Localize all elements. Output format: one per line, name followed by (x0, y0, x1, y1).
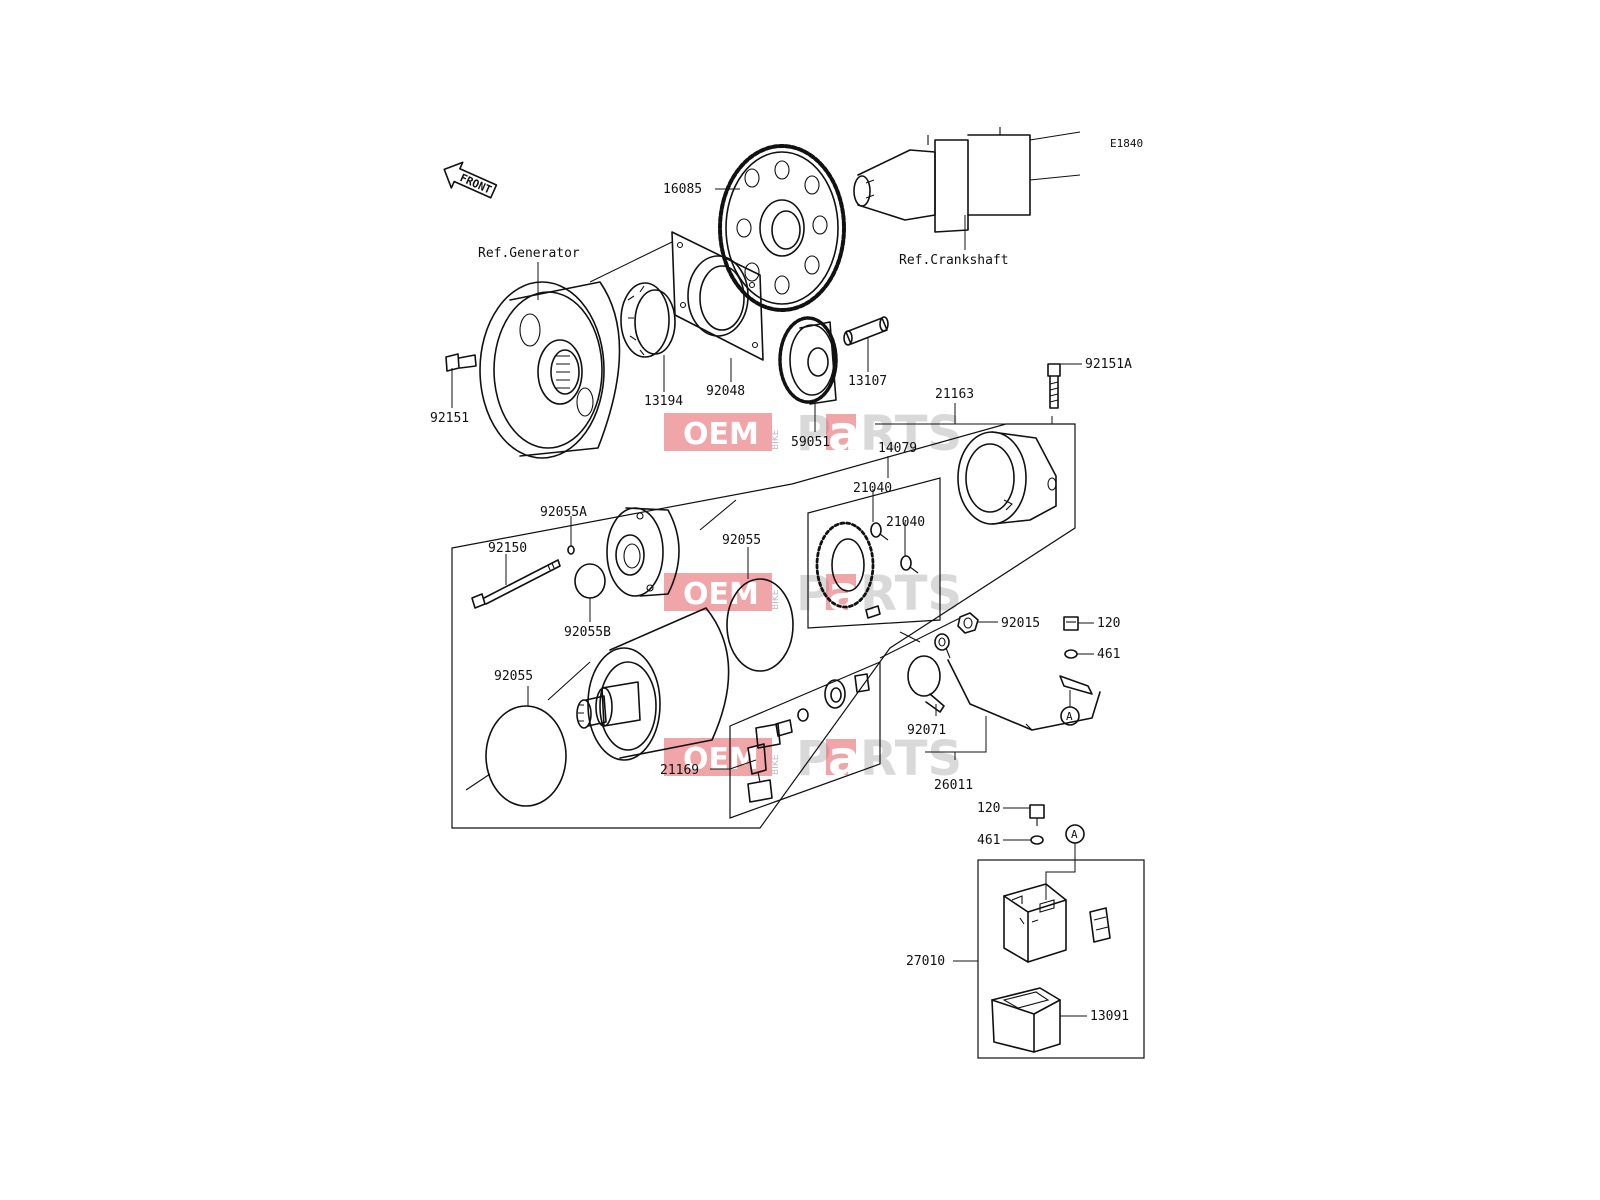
part-label-59051: 59051 (791, 435, 830, 450)
part-label-92151A: 92151A (1085, 357, 1132, 372)
screw-120-upper (1063, 616, 1079, 631)
terminal-bolt-set (747, 673, 870, 803)
o-ring-92055A (567, 545, 575, 555)
brush-spring-2 (900, 555, 919, 574)
terminal-cap (907, 655, 945, 713)
brush-holder-plate (815, 521, 881, 619)
svg-text:P: P (796, 731, 831, 787)
part-label-120-lower: 120 (977, 801, 1000, 816)
relay-fuse (1089, 907, 1111, 943)
clutch-cage (620, 282, 676, 358)
part-label-92048: 92048 (706, 384, 745, 399)
part-label-92055A: 92055A (540, 505, 587, 520)
screw-120-lower (1029, 804, 1045, 826)
part-label-27010: 27010 (906, 954, 945, 969)
o-ring-92055B (574, 563, 606, 599)
brush-spring-1 (870, 522, 889, 541)
part-label-14079: 14079 (878, 441, 917, 456)
part-label-120-upper: 120 (1097, 616, 1120, 631)
part-label-21163: 21163 (935, 387, 974, 402)
svg-text:a: a (828, 406, 860, 462)
starter-motor-yoke (547, 607, 730, 761)
leader-lines (451, 188, 1094, 1017)
generator-rotor (479, 241, 673, 459)
svg-text:RTS: RTS (860, 406, 962, 462)
watermark-3: OEM BIKE P a RTS (664, 731, 962, 787)
crankshaft (853, 127, 1081, 233)
part-label-16085: 16085 (663, 182, 702, 197)
brush-set-box (729, 661, 881, 819)
through-bolt (471, 559, 561, 609)
part-label-13091: 13091 (1090, 1009, 1129, 1024)
part-label-92055-lower: 92055 (494, 669, 533, 684)
part-label-92151: 92151 (430, 411, 469, 426)
connector-marker-a-2: A (1045, 824, 1085, 900)
starter-front-cover (606, 499, 737, 597)
starter-cable (934, 633, 1101, 731)
washer-461-upper (1064, 649, 1078, 659)
svg-text:a: a (828, 731, 860, 787)
svg-text:BIKE: BIKE (771, 429, 781, 450)
svg-text:OEM: OEM (683, 742, 759, 777)
part-label-21040-b: 21040 (886, 515, 925, 530)
svg-text:RTS: RTS (860, 566, 962, 622)
brush-holder-box (807, 477, 941, 629)
part-label-92015: 92015 (1001, 616, 1040, 631)
svg-text:BIKE: BIKE (771, 754, 781, 775)
part-label-92055-upper: 92055 (722, 533, 761, 548)
bolt-92151 (445, 353, 477, 372)
starter-idler-gear (778, 316, 838, 405)
part-label-21040-a: 21040 (853, 481, 892, 496)
starter-clutch-gear (718, 144, 846, 312)
svg-text:OEM: OEM (683, 417, 759, 452)
svg-text:A: A (1071, 828, 1078, 841)
part-label-13107: 13107 (848, 374, 887, 389)
bolt-92151A (1047, 363, 1061, 409)
part-label-92055B: 92055B (564, 625, 611, 640)
part-label-92071: 92071 (907, 723, 946, 738)
one-way-clutch (671, 231, 764, 361)
part-label-92150: 92150 (488, 541, 527, 556)
washer-461-lower (1030, 835, 1044, 845)
ref-generator-label: Ref.Generator (478, 246, 580, 261)
svg-text:RTS: RTS (860, 731, 962, 787)
part-labels: 16085 92048 13194 92151 13107 59051 9215… (430, 182, 1132, 1024)
diagram-code: E1840 (1110, 137, 1143, 150)
front-arrow-icon: FRONT (443, 161, 498, 199)
watermark-2: OEM BIKE P a RTS (664, 566, 962, 622)
part-label-26011: 26011 (934, 778, 973, 793)
svg-text:A: A (1066, 710, 1073, 723)
part-label-461-upper: 461 (1097, 647, 1120, 662)
connector-marker-a-1: A (1060, 690, 1080, 726)
watermark-1: OEM BIKE P a RTS (664, 406, 962, 462)
relay-assy-box (977, 859, 1145, 1059)
o-ring-92055-lower (485, 705, 567, 807)
o-ring-92055-upper (726, 578, 794, 672)
nut-92015 (957, 612, 979, 634)
part-label-461-lower: 461 (977, 833, 1000, 848)
starter-end-cover (957, 431, 1057, 525)
part-label-21169: 21169 (660, 763, 699, 778)
ref-crankshaft-label: Ref.Crankshaft (899, 253, 1009, 268)
idler-shaft (843, 316, 889, 346)
svg-text:P: P (796, 406, 831, 462)
relay-rubber-boot (991, 987, 1061, 1053)
starter-assy-box (451, 423, 1076, 829)
starter-relay (1003, 883, 1067, 963)
svg-text:BIKE: BIKE (771, 589, 781, 610)
part-label-13194: 13194 (644, 394, 683, 409)
